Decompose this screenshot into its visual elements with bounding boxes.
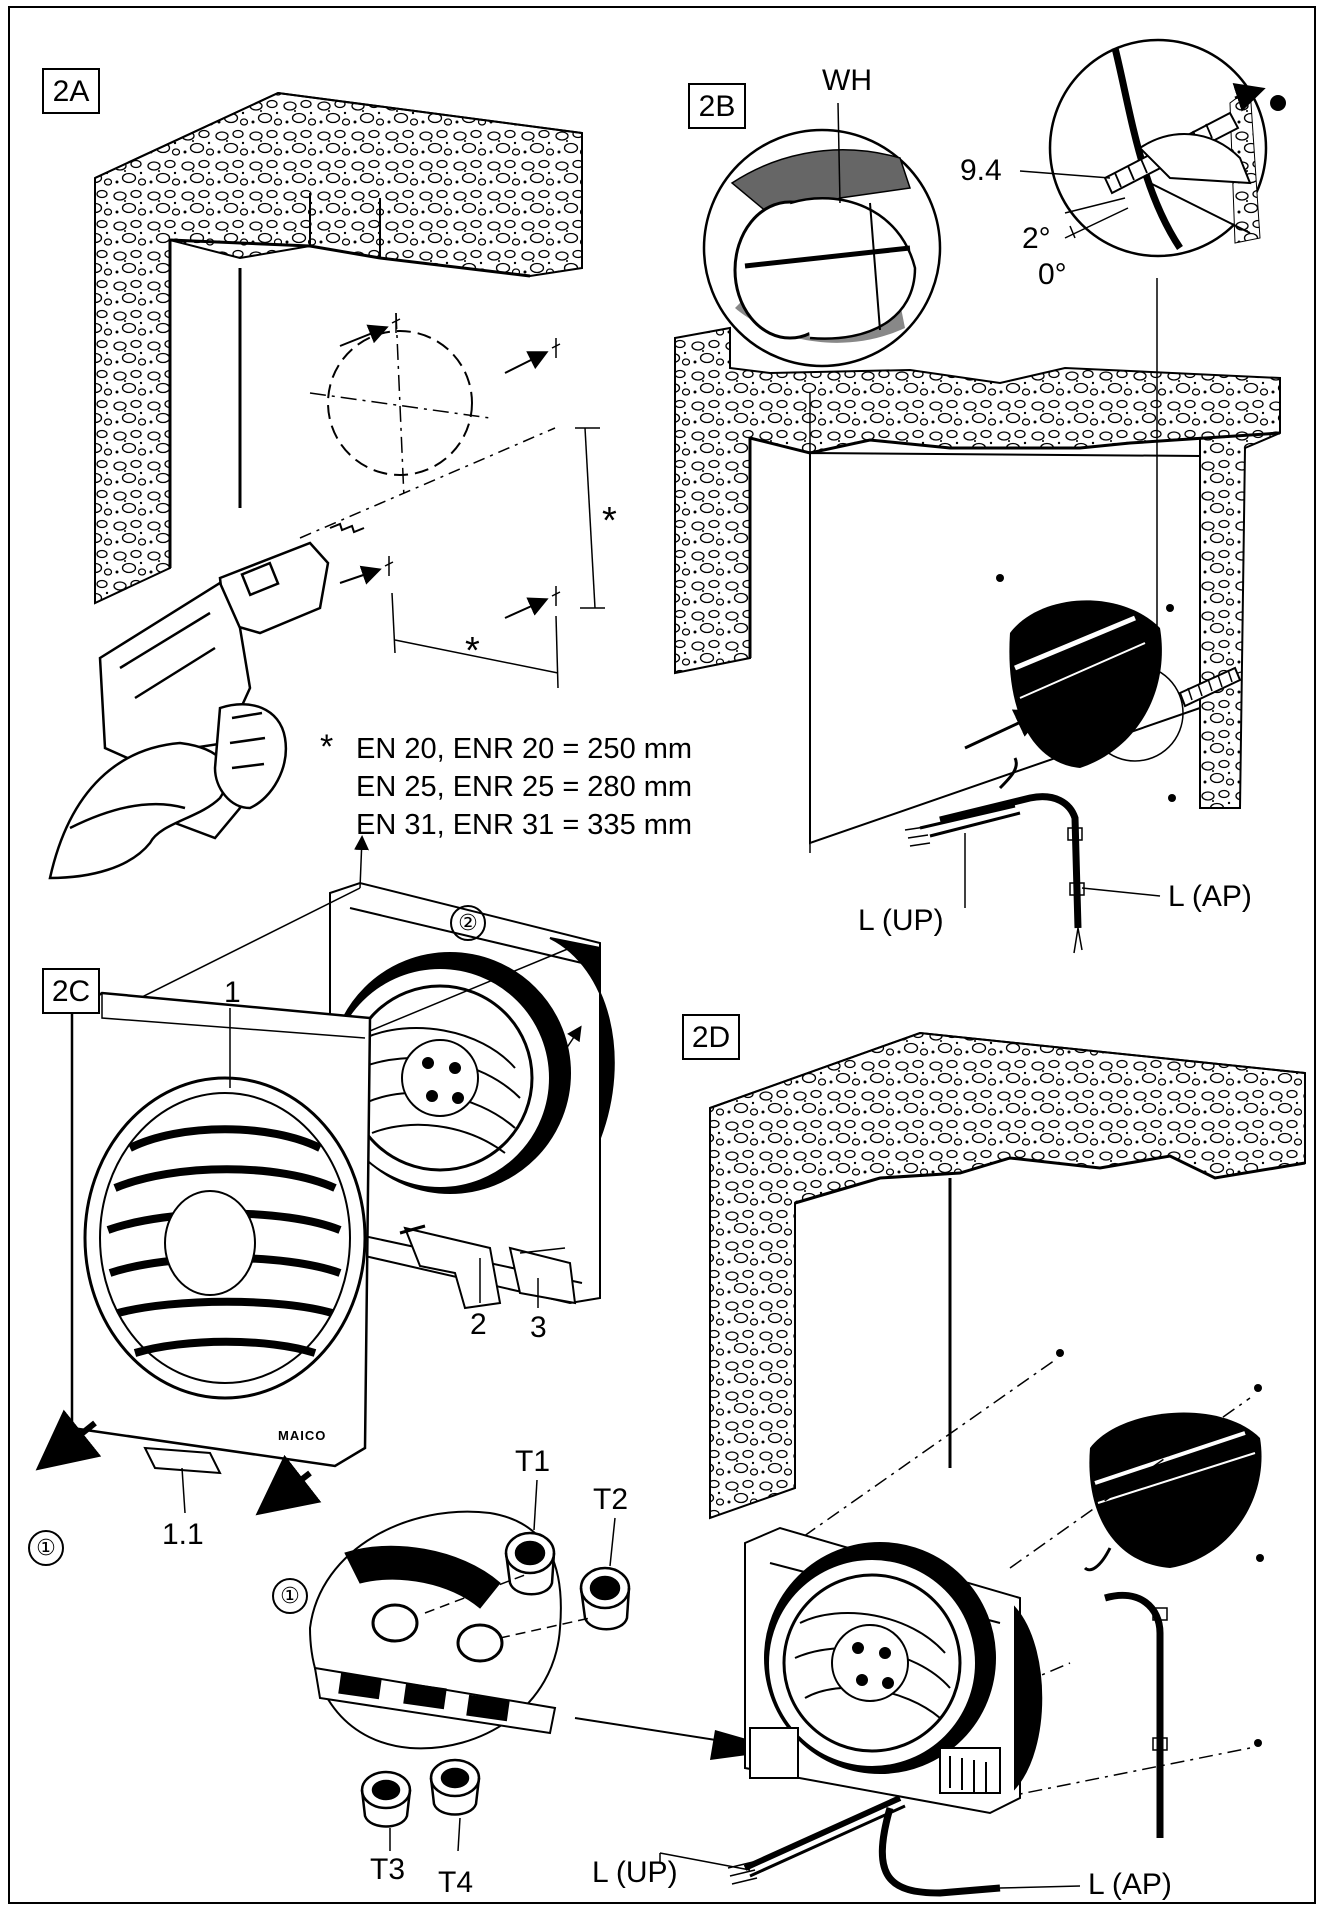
spec-row-en20: EN 20, ENR 20 = 250 mm (356, 733, 693, 765)
fan-housing-2c (329, 881, 615, 1310)
label-part-2: 2 (470, 1308, 487, 1341)
dimension-mark-horizontal: * (465, 630, 480, 672)
step-one-marker-left: ① (28, 1530, 64, 1566)
spec-row-en31: EN 31, ENR 31 = 335 mm (356, 809, 693, 841)
gland-t3 (360, 1770, 412, 1828)
gland-t2 (579, 1566, 631, 1631)
label-gland-t4: T4 (438, 1866, 474, 1899)
wall-section-2a (94, 91, 583, 605)
wall-opening-outline (327, 330, 473, 476)
label-cable-ap-2b: L (AP) (1168, 880, 1252, 913)
label-cable-up-2b: L (UP) (858, 904, 944, 937)
panel-tag-2a: 2A (42, 68, 100, 114)
step-two-marker: ② (450, 905, 486, 941)
gland-t1 (504, 1531, 556, 1596)
panel-tag-2b: 2B (688, 83, 746, 129)
label-angle-2-deg: 2° (1022, 222, 1051, 255)
label-gland-t2: T2 (593, 1483, 629, 1516)
cables-2b (904, 757, 1085, 954)
label-screw-9-4: 9.4 (960, 154, 1002, 187)
label-part-1: 1 (224, 976, 241, 1009)
label-gland-t1: T1 (515, 1445, 551, 1478)
step-one-marker-right: ① (272, 1578, 308, 1614)
label-cable-up-2d: L (UP) (592, 1856, 678, 1889)
panel-2c-drawing (35, 835, 785, 1852)
instruction-sheet: 2A 2B 2C 2D * * * EN 20, ENR 20 = 250 mm … (8, 6, 1316, 1904)
panel-2d-drawing (659, 1031, 1306, 1897)
panel-tag-2d: 2D (682, 1014, 740, 1060)
label-part-1-1: 1.1 (162, 1518, 204, 1551)
label-part-3: 3 (530, 1311, 547, 1344)
installation-illustrations (35, 38, 1306, 1897)
label-gland-t3: T3 (370, 1853, 406, 1886)
wall-sleeve-opening (1009, 600, 1162, 768)
panel-tag-2c: 2C (42, 968, 100, 1014)
fan-unit-2d (744, 1526, 1043, 1815)
front-cover-1 (70, 991, 372, 1468)
panel-2a-drawing (48, 91, 605, 880)
spec-row-en25: EN 25, ENR 25 = 280 mm (356, 771, 693, 803)
spec-marker: * (320, 728, 334, 766)
fan-size-spec-list: * EN 20, ENR 20 = 250 mm EN 25, ENR 25 = … (320, 728, 692, 844)
hands-illustration (48, 703, 288, 880)
gland-t4 (429, 1758, 481, 1816)
dimension-mark-vertical: * (602, 500, 617, 542)
cables-2d (727, 1547, 1168, 1897)
label-wh: WH (822, 64, 872, 97)
label-cable-ap-2d: L (AP) (1088, 1868, 1172, 1901)
brand-logo-maico: MAICO (278, 1428, 327, 1443)
panel-2b-drawing (674, 38, 1286, 954)
cable-gland-detail (308, 1510, 591, 1750)
label-angle-0-deg: 0° (1038, 258, 1067, 291)
